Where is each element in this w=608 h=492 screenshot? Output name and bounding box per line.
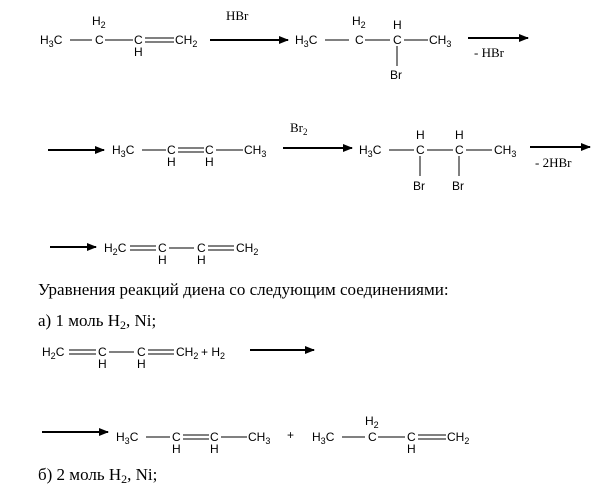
- atom-ch2: CH2: [176, 345, 198, 361]
- atom-h3c: H3C: [112, 143, 135, 159]
- plus-sign: +: [287, 428, 294, 442]
- atom-h3c: H3C: [359, 143, 382, 159]
- atom-ch3: CH3: [248, 430, 270, 446]
- atom-ch: C: [167, 143, 176, 157]
- atom-ch: C: [158, 241, 167, 255]
- case-b-label: б) 2 моль H2, Ni;: [38, 465, 158, 486]
- molecule-butene-1: H3C H2 C C H CH2: [40, 14, 197, 59]
- reagent-br2: Br2: [290, 120, 308, 137]
- atom-ch2: CH2: [175, 33, 197, 49]
- atom-ch2: CH2: [447, 430, 469, 446]
- reagent-minus-hbr: - HBr: [474, 45, 505, 60]
- atom-ch: C: [205, 143, 214, 157]
- atom-h2: H2: [352, 14, 366, 30]
- reagent-plus-h2: + H2: [201, 345, 225, 361]
- atom-h3c: H3C: [116, 430, 139, 446]
- atom-ch: C: [98, 345, 107, 359]
- product-butene-2: H3C C H C H CH3: [116, 430, 270, 456]
- atom-c: C: [368, 430, 377, 444]
- atom-ch: C: [137, 345, 146, 359]
- atom-h: H: [407, 442, 416, 456]
- atom-h: H: [98, 357, 107, 371]
- atom-c: C: [355, 33, 364, 47]
- section-heading: Уравнения реакций диена со следующим сое…: [38, 280, 449, 299]
- atom-h3c: H3C: [40, 33, 63, 49]
- atom-h: H: [455, 128, 464, 142]
- atom-ch: C: [134, 33, 143, 47]
- atom-c: C: [416, 143, 425, 157]
- atom-h2c: H2C: [42, 345, 65, 361]
- atom-ch3: CH3: [429, 33, 451, 49]
- atom-h: H: [393, 18, 402, 32]
- atom-h: H: [134, 45, 143, 59]
- atom-br: Br: [413, 179, 425, 193]
- atom-ch3: CH3: [244, 143, 266, 159]
- atom-h: H: [172, 442, 181, 456]
- atom-h: H: [210, 442, 219, 456]
- atom-br: Br: [452, 179, 464, 193]
- case-a-label: а) 1 моль H2, Ni;: [38, 311, 157, 332]
- atom-h3c: H3C: [312, 430, 335, 446]
- atom-h2: H2: [365, 414, 379, 430]
- molecule-2-bromobutane: H3C H2 C H C Br CH3: [295, 14, 451, 82]
- atom-h: H: [167, 155, 176, 169]
- molecule-butene-2: H3C C H C H CH3: [112, 143, 266, 169]
- molecule-butadiene-reactant: H2C C H C H CH2 + H2: [42, 345, 225, 371]
- atom-h2c: H2C: [104, 241, 127, 257]
- atom-ch: C: [407, 430, 416, 444]
- atom-ch2: CH2: [236, 241, 258, 257]
- molecule-butadiene: H2C C H C H CH2: [104, 241, 258, 267]
- product-butene-1: H3C H2 C C H CH2: [312, 414, 469, 456]
- reagent-minus-2hbr: - 2HBr: [535, 155, 572, 170]
- atom-ch3: CH3: [494, 143, 516, 159]
- atom-h: H: [205, 155, 214, 169]
- atom-c: C: [455, 143, 464, 157]
- atom-h: H: [416, 128, 425, 142]
- reagent-hbr: HBr: [226, 8, 249, 23]
- atom-h: H: [197, 253, 206, 267]
- atom-br: Br: [390, 68, 402, 82]
- atom-ch: C: [210, 430, 219, 444]
- atom-ch: C: [197, 241, 206, 255]
- atom-h3c: H3C: [295, 33, 318, 49]
- atom-ch: C: [172, 430, 181, 444]
- atom-h: H: [158, 253, 167, 267]
- atom-c: C: [95, 33, 104, 47]
- atom-c: C: [393, 33, 402, 47]
- atom-h: H: [137, 357, 146, 371]
- molecule-2-3-dibromobutane: H3C H C Br H C Br CH3: [359, 128, 516, 193]
- atom-h2: H2: [92, 14, 106, 30]
